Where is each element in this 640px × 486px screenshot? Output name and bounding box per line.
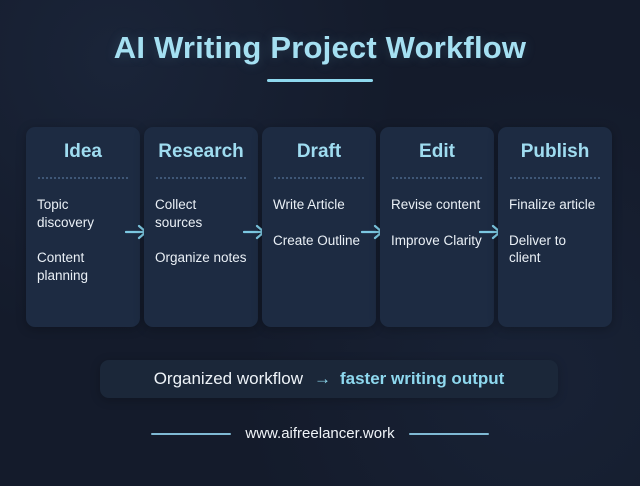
step-heading: Idea [63,141,103,162]
step-item: Organize notes [155,250,247,266]
step-heading: Edit [419,141,455,162]
workflow-step-card-idea[interactable]: Idea Topic discovery Content planning [26,127,140,327]
step-item: Finalize article [509,196,596,212]
summary-banner: Organized workflow → faster writing outp… [100,360,558,398]
step-divider [274,176,364,179]
arrow-right-icon: → [313,369,331,388]
workflow-step-card-publish[interactable]: Publish Finalize article Deliver to clie… [498,127,612,327]
footer-website: www.aifreelancer.work [245,425,395,442]
title-underline [267,78,373,82]
footer-rule-left [151,432,232,435]
step-divider [156,176,246,179]
step-item: Topic discovery [37,196,95,230]
title-block: AI Writing Project Workflow [0,30,640,82]
banner-left-text: Organized workflow [153,369,303,388]
step-heading: Publish [520,141,590,162]
step-item: Deliver to client [509,232,567,266]
step-item: Create Outline [273,232,361,248]
footer: www.aifreelancer.work [0,425,640,442]
page-title: AI Writing Project Workflow [113,30,527,65]
step-divider [38,176,128,179]
workflow-steps-row: Idea Topic discovery Content planning Re… [26,127,614,327]
banner-right-text: faster writing output [339,369,505,388]
workflow-step-card-research[interactable]: Research Collect sources Organize notes [144,127,258,327]
workflow-step-card-draft[interactable]: Draft Write Article Create Outline [262,127,376,327]
step-item: Revise content [391,196,481,212]
step-item: Content planning [37,250,89,284]
step-item: Write Article [273,196,345,212]
step-divider [510,176,600,179]
footer-rule-right [408,432,489,435]
step-item: Collect sources [155,196,203,230]
step-heading: Draft [296,141,342,162]
step-divider [392,176,482,179]
step-item: Improve Clarity [391,232,482,248]
workflow-step-card-edit[interactable]: Edit Revise content Improve Clarity [380,127,494,327]
step-heading: Research [158,141,244,162]
